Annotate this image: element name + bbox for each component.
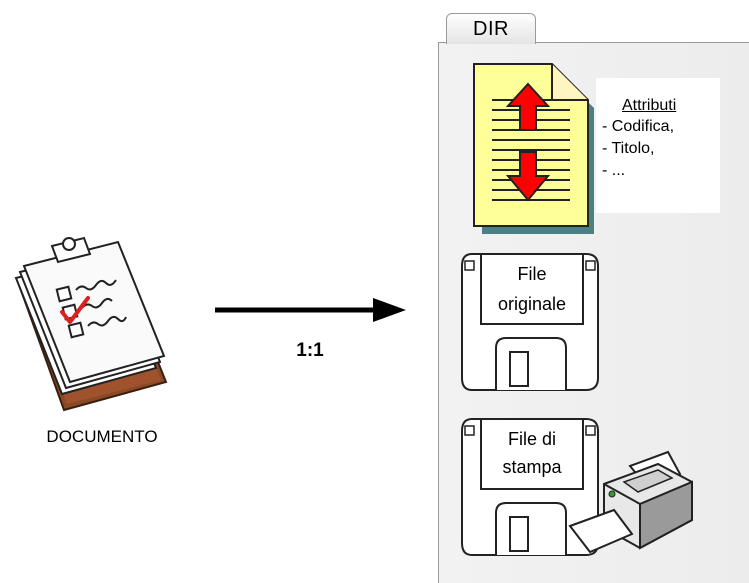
print-file-label-line1: File di [507,429,556,449]
ratio-label: 1:1 [296,340,324,361]
attributes-box [596,78,720,213]
attributes-title: Attributi [622,97,677,114]
document-label: DOCUMENTO [46,427,158,446]
attribute-item: - ... [602,162,626,179]
original-file-label-line1: File [517,264,547,284]
attribute-item: - Codifica, [602,118,675,135]
document-sort-icon [473,63,594,234]
print-file-label-line2: stampa [502,457,562,477]
right-arrow-icon [215,298,406,322]
dir-folder-tab: DIR [446,13,536,44]
attribute-item: - Titolo, [602,140,655,157]
printer-icon [568,450,693,554]
floppy-disk-icon [461,253,599,391]
floppy-disk-icon [461,418,599,556]
original-file-label-line2: originale [497,294,567,314]
clipboard-checklist-icon [14,236,168,412]
